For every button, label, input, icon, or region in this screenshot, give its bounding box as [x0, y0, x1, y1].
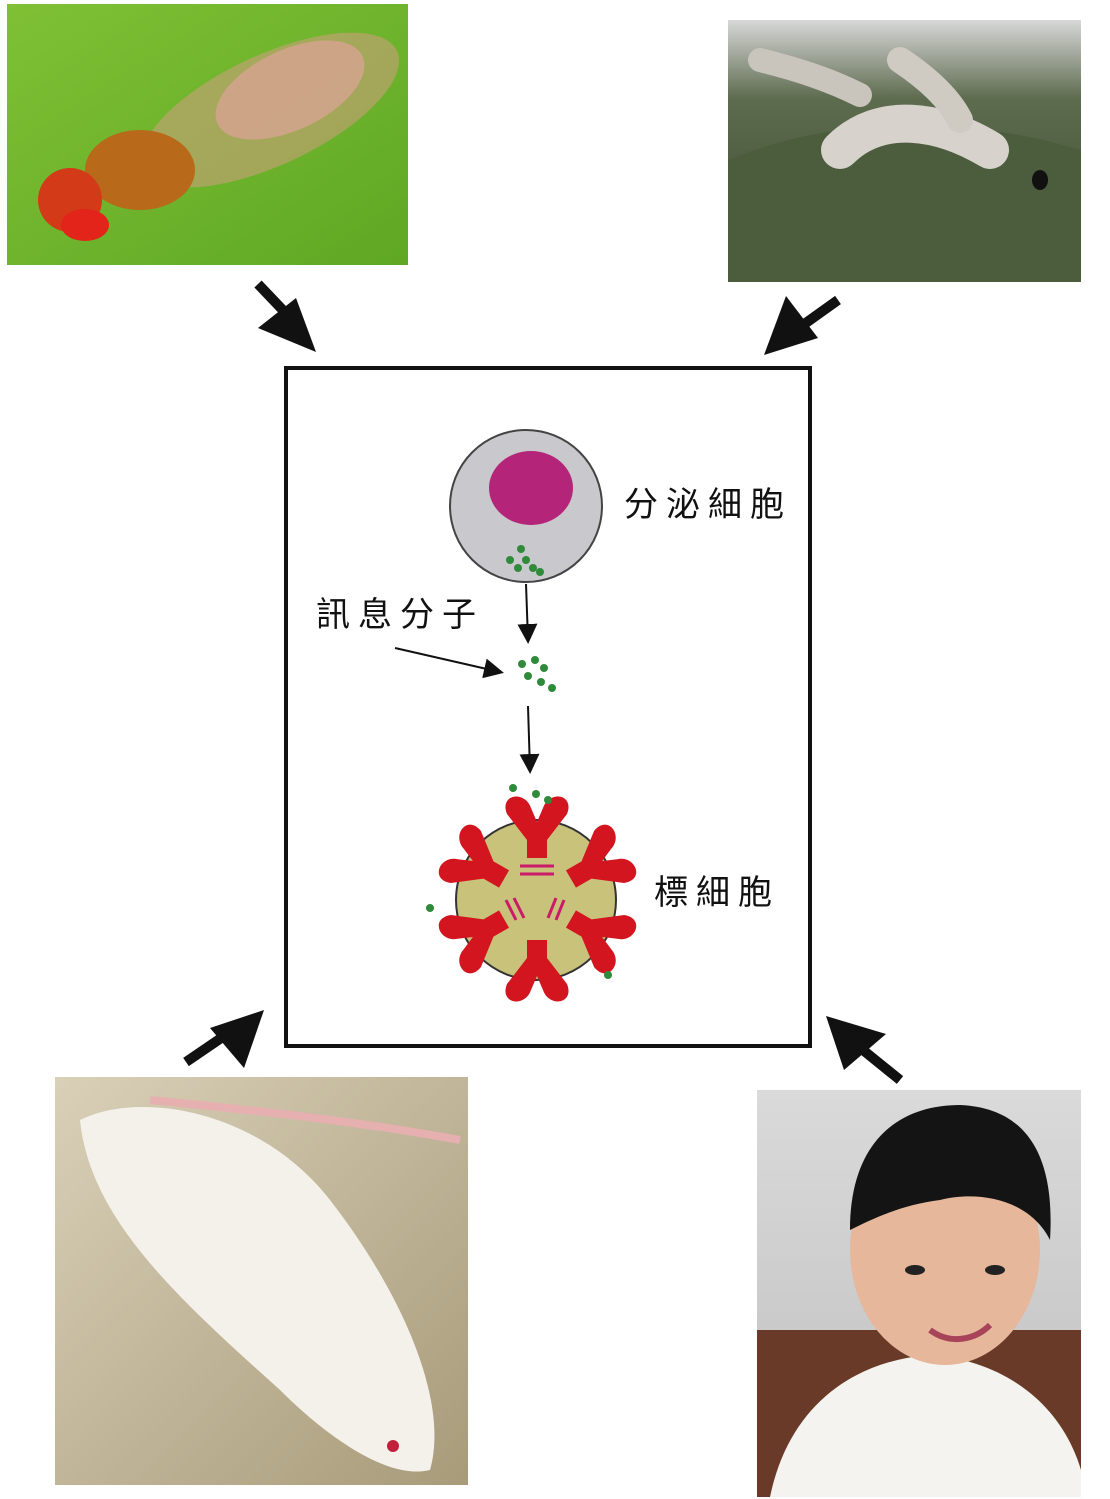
- arrow-molecules-to-target: [528, 706, 530, 770]
- arrow-fly-to-box: [258, 284, 316, 352]
- arrow-child-to-box: [826, 1016, 900, 1080]
- arrow-mouse-to-box: [186, 1010, 264, 1068]
- arrow-cell-to-molecules: [526, 584, 528, 640]
- target-cell: [426, 784, 640, 1001]
- mouse-photo: [55, 1077, 468, 1485]
- secreting-cell: [450, 430, 602, 582]
- arrow-silkworm-to-box: [764, 296, 838, 355]
- silkworm-photo: [728, 20, 1081, 282]
- fruit-fly-photo: [7, 1, 420, 265]
- label-pointer-arrow: [395, 648, 500, 672]
- child-photo: [757, 1090, 1081, 1497]
- signal-molecule-label: 訊息分子: [316, 595, 484, 635]
- target-cell-label: 標細胞: [654, 873, 780, 913]
- secreting-cell-label: 分泌細胞: [624, 485, 792, 525]
- signal-molecules-free: [518, 656, 556, 692]
